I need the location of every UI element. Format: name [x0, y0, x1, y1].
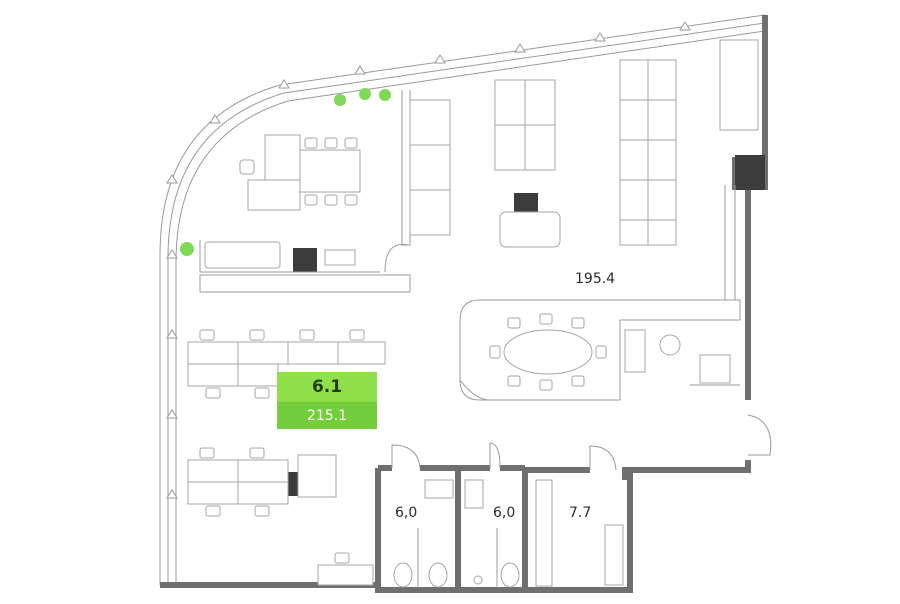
- selected-unit-number[interactable]: 6.1: [277, 372, 377, 402]
- room-area-restroom-a: 6,0: [395, 505, 417, 521]
- desk-cluster-west: [187, 329, 386, 586]
- structural-column: [293, 248, 317, 272]
- plants: [180, 88, 391, 256]
- manager-office-furniture: [204, 134, 361, 269]
- selected-unit-area[interactable]: 215.1: [277, 402, 377, 429]
- conference-table: [489, 313, 731, 391]
- curved-facade: [159, 14, 766, 585]
- structural-column: [735, 155, 765, 190]
- partitions: [199, 90, 772, 456]
- room-area-open-office: 195.4: [575, 271, 615, 287]
- walls: [160, 15, 768, 593]
- room-area-utility: 7.7: [569, 505, 591, 521]
- room-area-restroom-b: 6,0: [493, 505, 515, 521]
- desk-cluster-north: [409, 39, 759, 248]
- door-swings: [391, 442, 617, 471]
- restroom-fixtures: [393, 479, 624, 588]
